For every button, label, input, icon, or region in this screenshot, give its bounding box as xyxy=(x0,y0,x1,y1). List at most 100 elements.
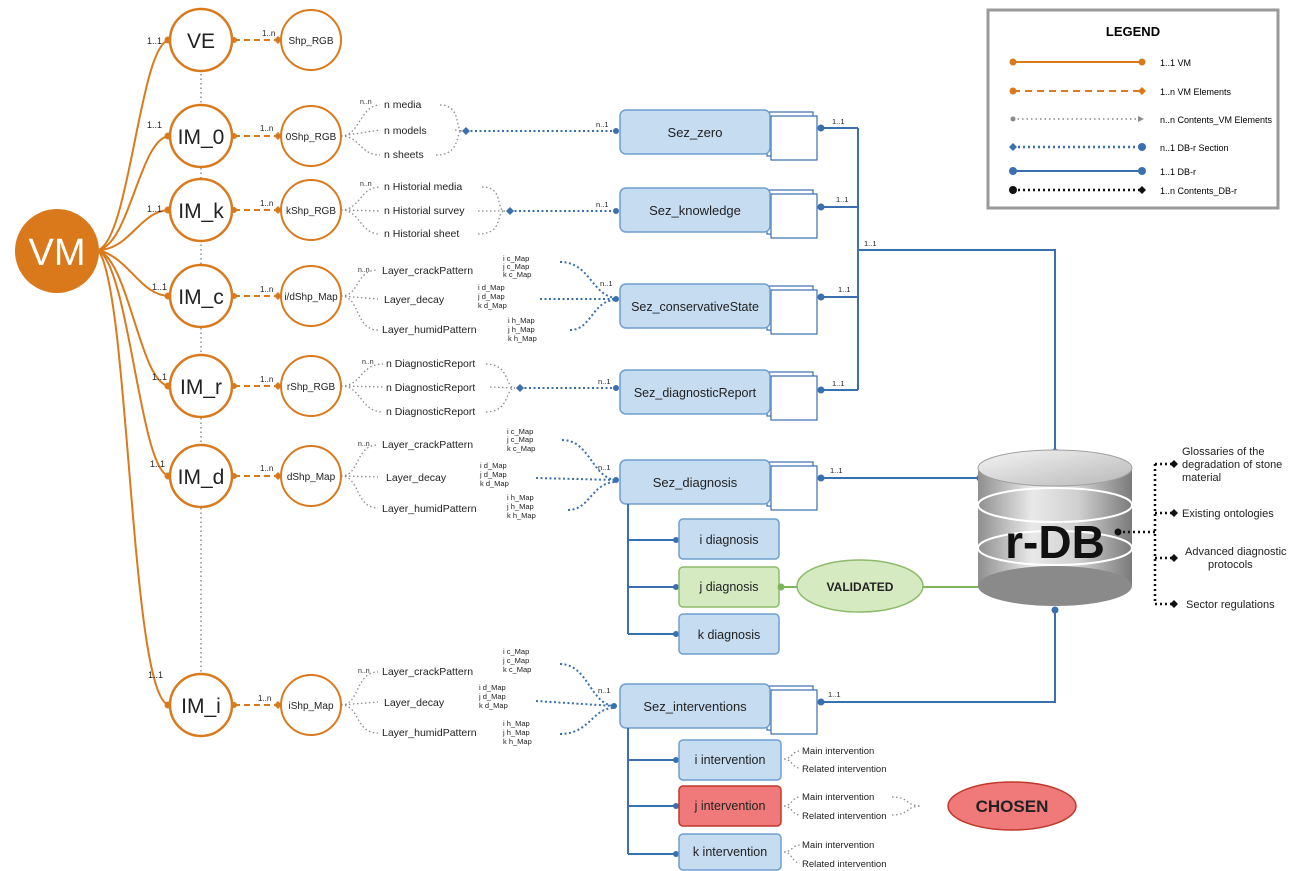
validated-badge[interactable]: VALIDATED xyxy=(796,559,924,613)
section-sez-diagnosticreport[interactable]: Sez_diagnosticReport xyxy=(619,369,818,421)
database-icon[interactable]: r-DB xyxy=(977,449,1133,606)
content-fans xyxy=(340,104,516,734)
svg-text:n..n: n..n xyxy=(358,267,370,274)
im-k-node[interactable]: IM_k xyxy=(168,177,234,243)
svg-text:Shp_RGB: Shp_RGB xyxy=(288,36,333,47)
svg-text:Related intervention: Related intervention xyxy=(802,859,887,870)
shp-node[interactable]: 0Shp_RGB xyxy=(280,105,342,167)
svg-text:k h_Map: k h_Map xyxy=(507,511,536,520)
section-sez-conservativestate[interactable]: Sez_conservativeState xyxy=(619,283,818,335)
svg-text:i/dShp_Map: i/dShp_Map xyxy=(284,292,338,303)
layer-label: Layer_humidPattern xyxy=(382,503,477,515)
svg-text:k d_Map: k d_Map xyxy=(478,301,507,310)
legend-row-2: 1..n VM Elements xyxy=(1009,87,1232,97)
svg-text:1..n: 1..n xyxy=(260,124,273,133)
section-sez-interventions[interactable]: Sez_interventions xyxy=(619,683,818,735)
intervention-k[interactable]: k intervention xyxy=(678,833,782,871)
shp-node[interactable]: i/dShp_Map xyxy=(280,265,342,327)
svg-text:i d_Map: i d_Map xyxy=(480,461,507,470)
svg-text:n..n: n..n xyxy=(358,668,370,675)
svg-text:j h_Map: j h_Map xyxy=(506,502,534,511)
section-sez-zero[interactable]: Sez_zero xyxy=(619,109,818,161)
svg-text:j h_Map: j h_Map xyxy=(502,728,530,737)
im-c-node[interactable]: IM_c xyxy=(168,263,234,329)
content-items: n media n models n sheets n Historial me… xyxy=(384,99,475,418)
svg-text:iShp_Map: iShp_Map xyxy=(288,701,333,712)
shp-node[interactable]: dShp_Map xyxy=(280,445,342,507)
svg-text:IM_d: IM_d xyxy=(178,466,225,489)
svg-text:IM_k: IM_k xyxy=(178,200,224,223)
svg-text:i diagnosis: i diagnosis xyxy=(699,533,758,547)
shp-links xyxy=(234,39,278,706)
db-content-item[interactable]: Glossaries of the degradation of stone m… xyxy=(1182,446,1285,484)
svg-text:Sez_knowledge: Sez_knowledge xyxy=(649,203,741,218)
content-item: n models xyxy=(384,125,427,137)
svg-text:Sez_zero: Sez_zero xyxy=(668,125,723,140)
db-content-item[interactable]: Sector regulations xyxy=(1186,599,1275,611)
svg-text:kShp_RGB: kShp_RGB xyxy=(286,206,336,217)
svg-text:Main intervention: Main intervention xyxy=(802,840,874,851)
nn-labels: n..n n..n n..n n..n n..n n..n xyxy=(358,99,374,675)
legend-label: n..1 DB-r Section xyxy=(1160,143,1229,153)
card-label: 1..1 xyxy=(148,670,163,680)
chosen-badge[interactable]: CHOSEN xyxy=(947,781,1077,831)
db-content-item[interactable]: Advanced diagnostic protocols xyxy=(1185,546,1290,571)
im-d-node[interactable]: IM_d xyxy=(168,443,234,509)
diagnosis-i[interactable]: i diagnosis xyxy=(678,518,780,560)
svg-text:n..1: n..1 xyxy=(598,463,611,472)
shp-node[interactable]: rShp_RGB xyxy=(280,355,342,417)
card-label: 1..1 xyxy=(147,120,162,130)
legend-frame xyxy=(986,8,1280,210)
card-label: 1..1 xyxy=(150,459,165,469)
diagnosis-k[interactable]: k diagnosis xyxy=(678,613,780,655)
layer-label: Layer_humidPattern xyxy=(382,727,477,739)
svg-text:IM_c: IM_c xyxy=(178,286,224,309)
diagnosis-j[interactable]: j diagnosis xyxy=(678,566,780,608)
svg-text:i c_Map: i c_Map xyxy=(507,427,533,436)
shp-node[interactable]: kShp_RGB xyxy=(280,179,342,241)
svg-text:n..n: n..n xyxy=(362,359,374,366)
svg-text:Main intervention: Main intervention xyxy=(802,746,874,757)
shp-node[interactable]: Shp_RGB xyxy=(280,9,342,71)
svg-text:i h_Map: i h_Map xyxy=(507,493,534,502)
intervention-j[interactable]: j intervention xyxy=(678,785,782,827)
ve-node[interactable]: VE xyxy=(168,7,234,73)
db-content-item[interactable]: Existing ontologies xyxy=(1182,508,1274,520)
vm-node[interactable]: VM xyxy=(15,209,99,293)
content-item: n DiagnosticReport xyxy=(386,358,475,370)
card-label: 1..1 xyxy=(152,372,167,382)
svg-text:Main intervention: Main intervention xyxy=(802,792,874,803)
diagnoses: i diagnosis j diagnosis k diagnosis xyxy=(678,518,780,655)
inbound-card-labels: n..1 n..1 n..1 n..1 n..1 n..1 xyxy=(596,120,613,695)
svg-text:dShp_Map: dShp_Map xyxy=(287,472,336,483)
im-0-node[interactable]: IM_0 xyxy=(168,103,234,169)
shp-rel-labels: 1..n 1..n 1..n 1..n 1..n 1..n 1..n xyxy=(258,29,275,703)
svg-text:n..1: n..1 xyxy=(600,279,613,288)
legend-label: n..n Contents_VM Elements xyxy=(1160,115,1273,125)
im-r-node[interactable]: IM_r xyxy=(168,353,234,419)
svg-text:k c_Map: k c_Map xyxy=(507,444,535,453)
im-i-node[interactable]: IM_i xyxy=(168,672,234,738)
card-label: 1..1 xyxy=(152,282,167,292)
legend: LEGEND 1..1 VM 1..n VM Elements n..n Con… xyxy=(986,8,1280,210)
svg-text:1..1: 1..1 xyxy=(828,690,841,699)
svg-text:1..1: 1..1 xyxy=(832,117,845,126)
svg-text:1..1: 1..1 xyxy=(838,285,851,294)
section-sez-knowledge[interactable]: Sez_knowledge xyxy=(619,187,818,239)
svg-text:1..1: 1..1 xyxy=(864,239,877,248)
svg-text:n..1: n..1 xyxy=(596,200,609,209)
interventions: i intervention j intervention k interven… xyxy=(678,739,782,871)
shp-node[interactable]: iShp_Map xyxy=(280,674,342,736)
legend-label: 1..n VM Elements xyxy=(1160,87,1232,97)
layer-label: Layer_decay xyxy=(384,294,445,306)
svg-text:k h_Map: k h_Map xyxy=(503,737,532,746)
legend-row-6: 1..n Contents_DB-r xyxy=(1009,186,1237,196)
section-sez-diagnosis[interactable]: Sez_diagnosis xyxy=(619,459,818,511)
intervention-i[interactable]: i intervention xyxy=(678,739,782,781)
intervention-options: Main intervention Related intervention M… xyxy=(802,746,887,870)
svg-text:k d_Map: k d_Map xyxy=(479,701,508,710)
svg-text:Related intervention: Related intervention xyxy=(802,811,887,822)
svg-text:IM_r: IM_r xyxy=(180,376,222,399)
